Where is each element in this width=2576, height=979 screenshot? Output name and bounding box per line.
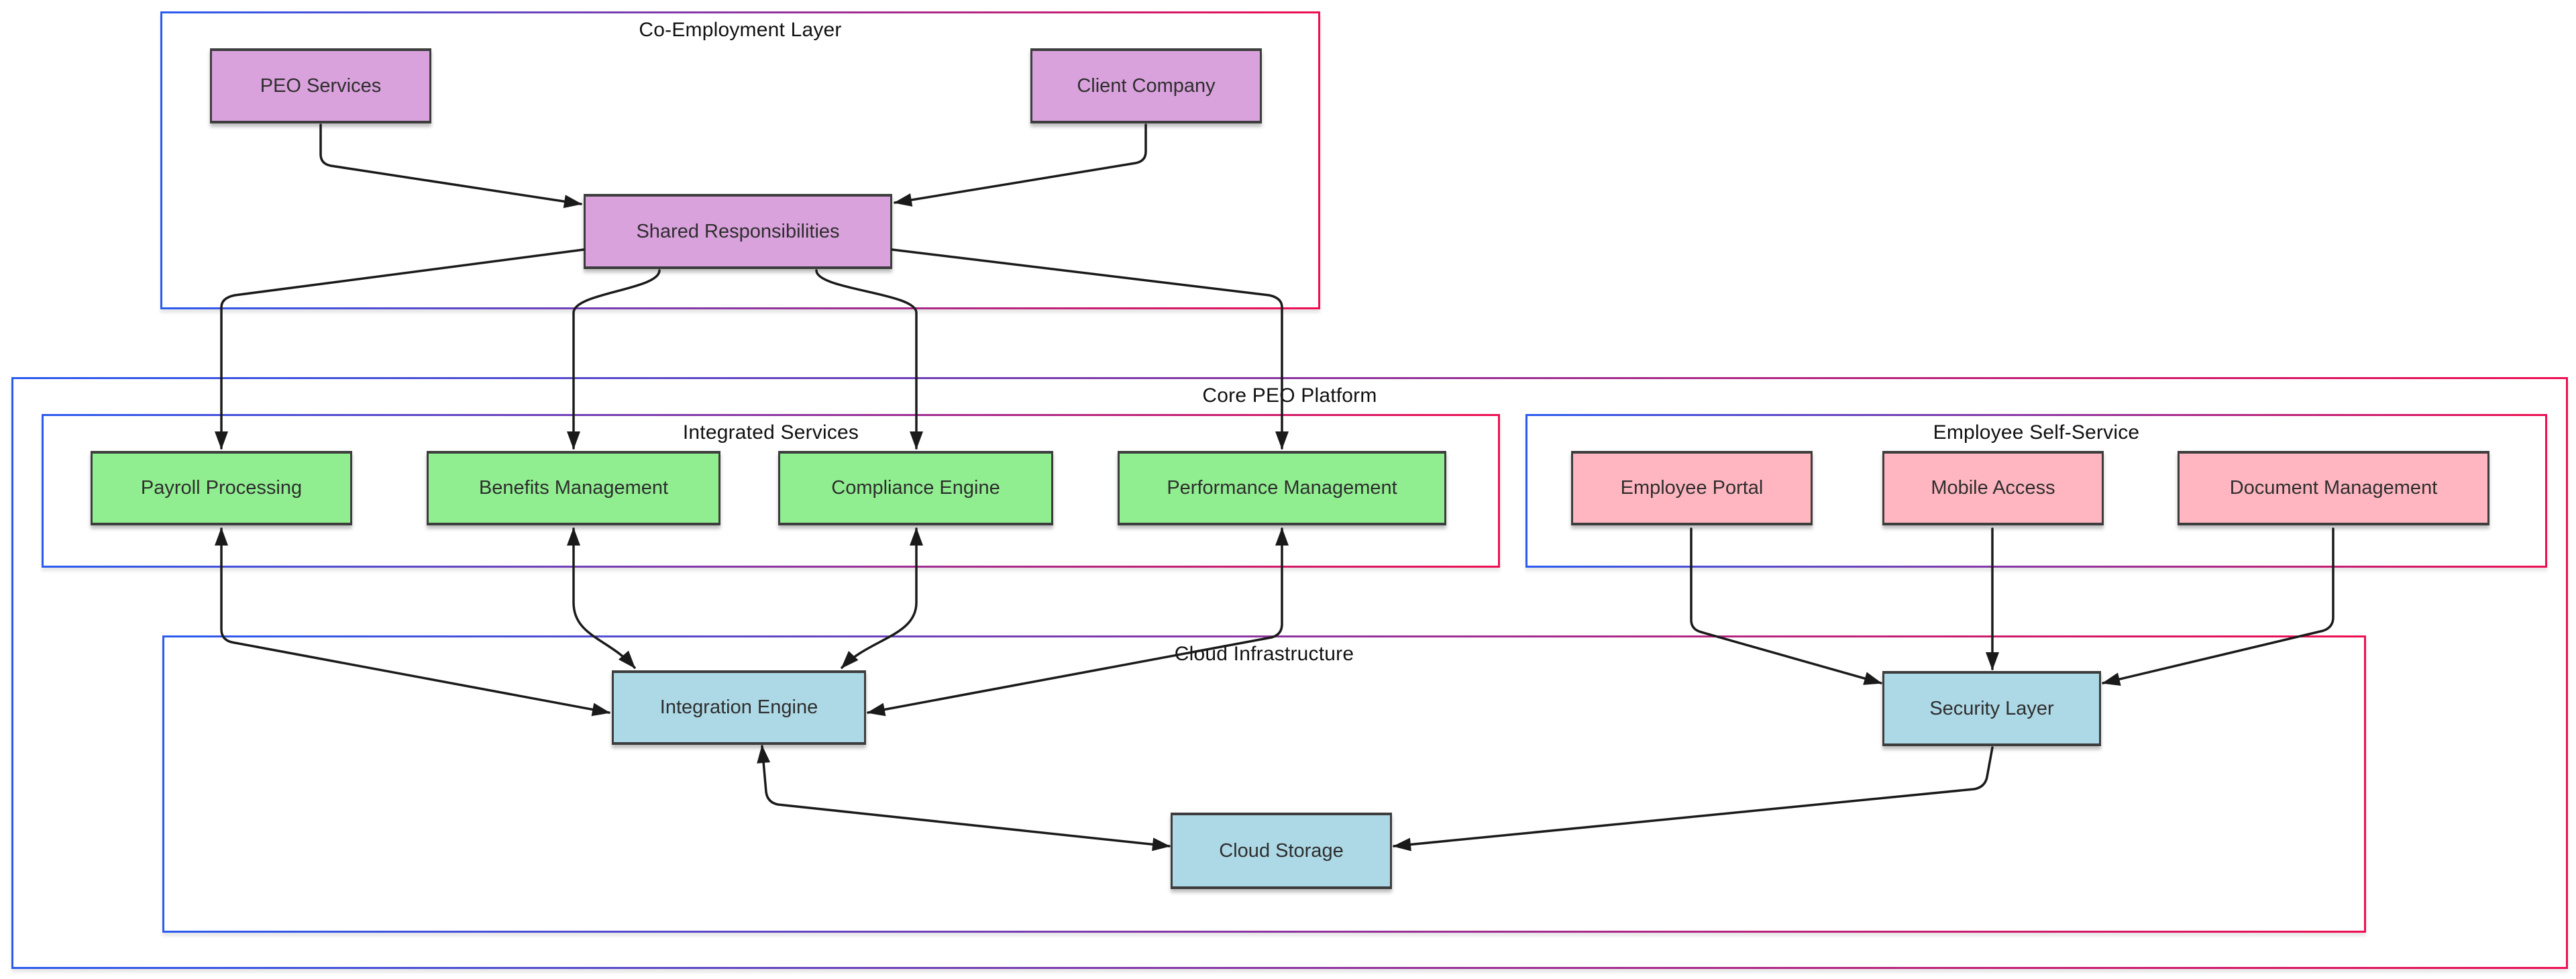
node-label-employee-portal: Employee Portal bbox=[1620, 477, 1764, 499]
node-performance-management: Performance Management bbox=[1118, 451, 1446, 525]
node-label-payroll-processing: Payroll Processing bbox=[140, 477, 303, 499]
node-shared-responsibilities: Shared Responsibilities bbox=[584, 194, 892, 269]
node-document-management: Document Management bbox=[2178, 451, 2489, 525]
node-integration-engine: Integration Engine bbox=[612, 670, 866, 745]
node-security-layer: Security Layer bbox=[1882, 671, 2101, 746]
node-label-security-layer: Security Layer bbox=[1929, 697, 2054, 719]
cluster-label-employee-self-service: Employee Self-Service bbox=[1933, 421, 2140, 444]
node-mobile-access: Mobile Access bbox=[1882, 451, 2104, 525]
node-label-cloud-storage: Cloud Storage bbox=[1219, 839, 1344, 862]
node-cloud-storage: Cloud Storage bbox=[1171, 813, 1392, 889]
node-label-compliance-engine: Compliance Engine bbox=[831, 477, 1000, 499]
cluster-label-integrated-services: Integrated Services bbox=[682, 421, 859, 444]
node-compliance-engine: Compliance Engine bbox=[778, 451, 1053, 525]
node-benefits-management: Benefits Management bbox=[427, 451, 720, 525]
cluster-label-cloud-infrastructure: Cloud Infrastructure bbox=[1174, 643, 1354, 665]
node-employee-portal: Employee Portal bbox=[1571, 451, 1813, 525]
node-label-shared-responsibilities: Shared Responsibilities bbox=[636, 220, 840, 242]
node-client-company: Client Company bbox=[1030, 48, 1262, 123]
node-peo-services: PEO Services bbox=[210, 48, 431, 123]
node-payroll-processing: Payroll Processing bbox=[91, 451, 352, 525]
cluster-label-core-peo-platform: Core PEO Platform bbox=[1202, 384, 1377, 407]
node-label-peo-services: PEO Services bbox=[260, 74, 382, 97]
node-label-document-management: Document Management bbox=[2229, 477, 2438, 499]
node-label-benefits-management: Benefits Management bbox=[478, 477, 669, 499]
cluster-label-co-employment-layer: Co-Employment Layer bbox=[639, 19, 842, 41]
node-label-performance-management: Performance Management bbox=[1167, 477, 1397, 499]
node-label-integration-engine: Integration Engine bbox=[659, 697, 818, 718]
node-label-mobile-access: Mobile Access bbox=[1931, 477, 2055, 499]
node-label-client-company: Client Company bbox=[1077, 74, 1216, 97]
